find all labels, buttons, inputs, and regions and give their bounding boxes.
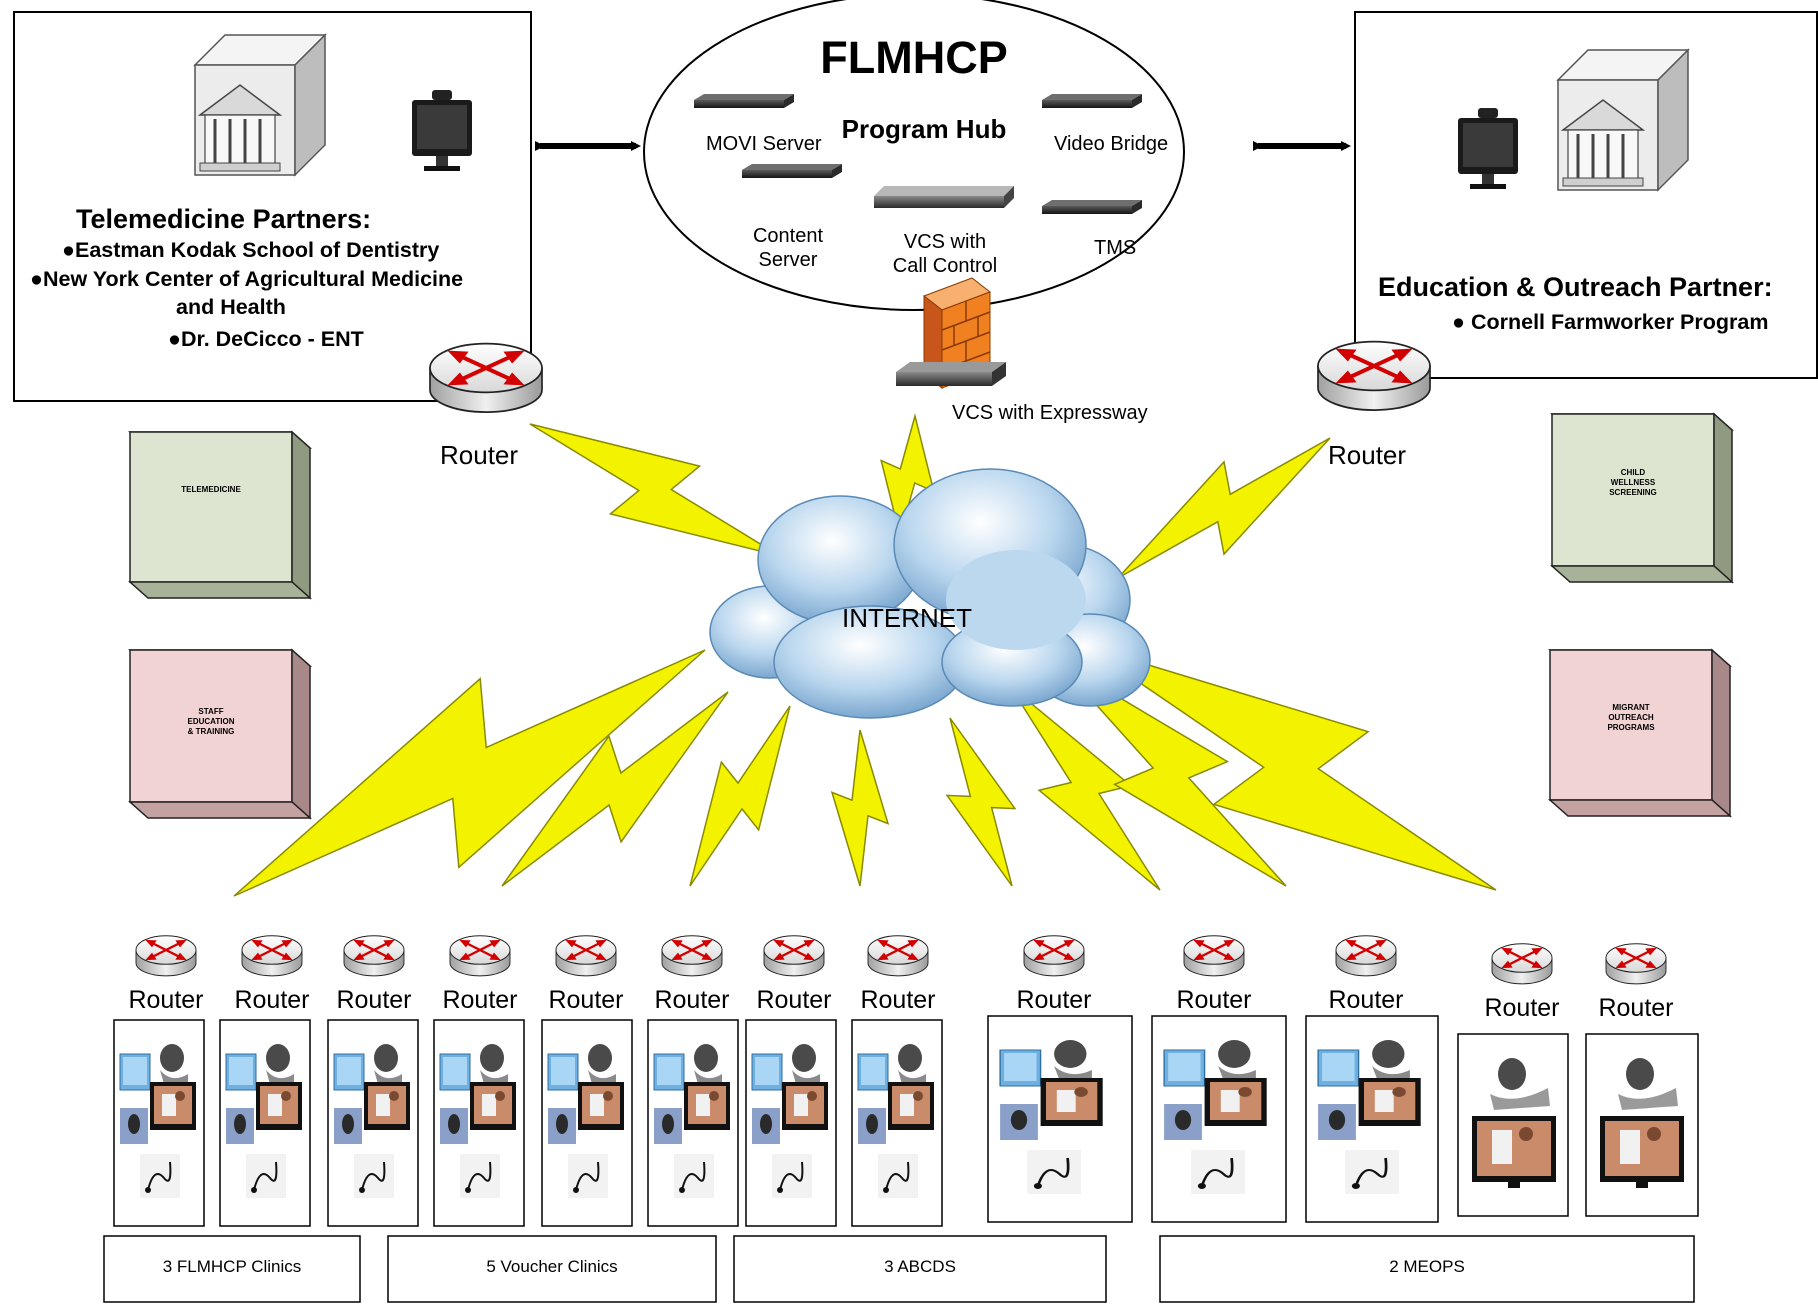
- child-wellness-cube: [1550, 412, 1734, 584]
- vcs-call-control-label: VCS with Call Control: [870, 230, 1020, 278]
- left-partner-item-2: ●New York Center of Agricultural Medicin…: [30, 267, 464, 291]
- content-server-label: Content Server: [728, 224, 848, 272]
- telemedicine-cube: [128, 430, 312, 600]
- left-partner-item-1: ●Eastman Kodak School of Dentistry: [62, 238, 440, 262]
- lightning-link-11: [1085, 645, 1497, 891]
- clinic-router-icon-11: [1334, 934, 1398, 978]
- clinic-router-icon-6: [660, 934, 724, 978]
- group-box-meops: [1159, 1235, 1695, 1303]
- clinic-router-label-7: Router: [756, 986, 832, 1014]
- staff-line2: EDUCATION: [187, 717, 235, 726]
- clinic-router-label-8: Router: [860, 986, 936, 1014]
- clinic-router-icon-7: [762, 934, 826, 978]
- group-box-flmhcp: [103, 1235, 361, 1303]
- program-hub-ellipse: [643, 0, 1185, 311]
- clinic-router-icon-1: [134, 934, 198, 978]
- hub-subtitle: Program Hub: [841, 114, 1007, 144]
- staff-education-label: STAFF EDUCATION & TRAINING: [130, 707, 292, 737]
- vcs-expressway-label: VCS with Expressway: [952, 402, 1148, 424]
- lightning-link-7: [830, 729, 890, 887]
- clinic-router-icon-8: [866, 934, 930, 978]
- group-label-abcds: 3 ABCDS: [884, 1257, 956, 1276]
- group-label-flmhcp: 3 FLMHCP Clinics: [162, 1257, 302, 1276]
- vcs-call-line1: VCS with: [903, 231, 987, 253]
- lightning-link-8: [945, 717, 1017, 887]
- clinic-router-label-2: Router: [234, 986, 310, 1014]
- clinic-router-icon-4: [448, 934, 512, 978]
- router-icon-top-right: [1318, 342, 1430, 410]
- migrant-outreach-label: MIGRANT OUTREACH PROGRAMS: [1550, 703, 1712, 733]
- video-bridge-device: [1042, 94, 1142, 108]
- router-icon-top-left: [430, 344, 542, 412]
- hub-title: FLMHCP: [820, 32, 1008, 83]
- group-label-meops: 2 MEOPS: [1389, 1257, 1465, 1276]
- content-server-line1: Content: [752, 225, 824, 247]
- content-server-device: [742, 164, 842, 178]
- right-partner-title: Education & Outreach Partner:: [1378, 272, 1773, 302]
- staff-line3: & TRAINING: [187, 727, 235, 736]
- internet-cloud: [709, 468, 1151, 719]
- building-icon-left: [193, 33, 327, 177]
- migrant-line3: PROGRAMS: [1607, 723, 1655, 732]
- tms-device: [1042, 200, 1142, 214]
- clinic-router-label-9: Router: [1016, 986, 1092, 1014]
- lightning-link-5: [501, 691, 729, 887]
- lightning-link-2: [1117, 437, 1331, 579]
- child-line3: SCREENING: [1609, 488, 1657, 497]
- router-label-top-left: Router: [440, 440, 519, 470]
- clinic-router-label-4: Router: [442, 986, 518, 1014]
- lightning-link-4: [233, 649, 706, 897]
- group-box-voucher: [387, 1235, 717, 1303]
- building-icon-right: [1556, 48, 1690, 192]
- clinic-router-icon-9: [1022, 934, 1086, 978]
- vcs-call-control-device: [874, 186, 1014, 208]
- migrant-line2: OUTREACH: [1608, 713, 1654, 722]
- lightning-link-6: [689, 705, 791, 887]
- clinic-router-icon-2: [240, 934, 304, 978]
- clinic-router-label-3: Router: [336, 986, 412, 1014]
- internet-label: INTERNET: [842, 603, 972, 633]
- child-line1: CHILD: [1620, 468, 1646, 477]
- lightning-links: [233, 413, 1497, 897]
- lightning-link-3: [880, 413, 935, 539]
- movi-server-label: MOVI Server: [706, 133, 822, 155]
- right-partner-item-1: ● Cornell Farmworker Program: [1452, 310, 1769, 334]
- clinic-router-icon-13: [1604, 942, 1668, 986]
- group-box-abcds: [733, 1235, 1107, 1303]
- left-partner-title: Telemedicine Partners:: [76, 204, 372, 234]
- child-wellness-label: CHILD WELLNESS SCREENING: [1552, 468, 1714, 498]
- clinic-router-label-13: Router: [1598, 994, 1674, 1022]
- lightning-link-1: [529, 423, 781, 557]
- clinic-router-icon-5: [554, 934, 618, 978]
- clinic-router-label-10: Router: [1176, 986, 1252, 1014]
- clinic-router-label-12: Router: [1484, 994, 1560, 1022]
- staff-education-cube: [128, 648, 312, 820]
- clinic-router-icon-12: [1490, 942, 1554, 986]
- clinic-router-icon-10: [1182, 934, 1246, 978]
- child-line2: WELLNESS: [1610, 478, 1656, 487]
- migrant-line1: MIGRANT: [1612, 703, 1650, 712]
- clinic-router-label-6: Router: [654, 986, 730, 1014]
- tms-label: TMS: [1094, 237, 1137, 259]
- content-server-line2: Server: [758, 249, 818, 271]
- clinic-router-label-11: Router: [1328, 986, 1404, 1014]
- clinic-router-icon-3: [342, 934, 406, 978]
- group-label-voucher: 5 Voucher Clinics: [486, 1257, 618, 1276]
- left-partner-item-4: ●Dr. DeCicco - ENT: [168, 327, 364, 351]
- left-partner-item-3: and Health: [176, 295, 286, 319]
- vcs-call-line2: Call Control: [892, 255, 998, 277]
- clinic-router-label-1: Router: [128, 986, 204, 1014]
- migrant-outreach-cube: [1548, 648, 1732, 818]
- movi-server-device: [694, 94, 794, 108]
- staff-line1: STAFF: [198, 707, 224, 716]
- telemedicine-label: TELEMEDICINE: [181, 485, 241, 494]
- clinic-router-label-5: Router: [548, 986, 624, 1014]
- vcs-expressway-device: [896, 362, 1006, 386]
- router-label-top-right: Router: [1328, 440, 1407, 470]
- video-bridge-label: Video Bridge: [1054, 133, 1169, 155]
